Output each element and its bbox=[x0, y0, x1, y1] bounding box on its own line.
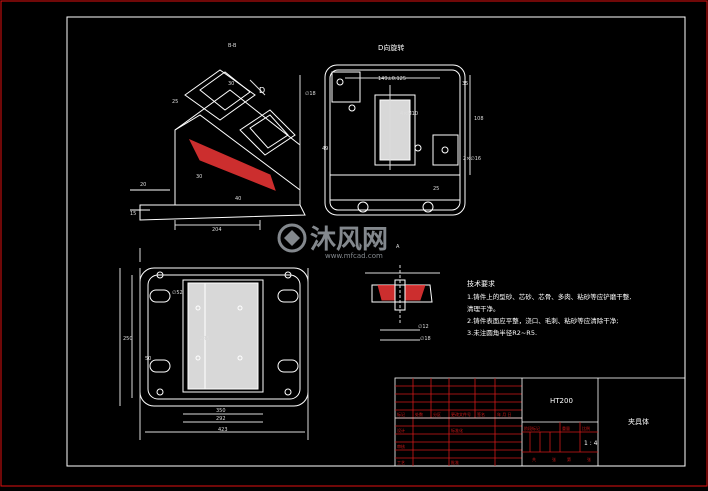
bottom-label-0: 共 bbox=[532, 456, 536, 462]
tech-line-1: 清理干净。 bbox=[467, 304, 500, 313]
row-label-0: 标记 bbox=[397, 411, 405, 417]
detail-dim-0: ∅12 bbox=[418, 324, 429, 330]
row-label-1: 处数 bbox=[415, 411, 423, 417]
bottom-label-1: 张 bbox=[552, 456, 556, 462]
iso-dim-4: 40 bbox=[235, 196, 241, 202]
material-label: HT200 bbox=[550, 397, 573, 405]
direction-label: D bbox=[259, 86, 265, 95]
tech-line-0: 1.铸件上的型砂、芯砂、芯骨、多肉、粘砂等应铲磨干整, bbox=[467, 292, 631, 301]
inner-frame bbox=[66, 16, 686, 467]
iso-dims: 30 25 20 30 40 204 15 bbox=[130, 81, 241, 233]
plan-dims: ∅52 50 250 245 350 292 423 bbox=[123, 290, 228, 433]
tech-line-3: 3.未注圆角半径R2~R5. bbox=[467, 328, 537, 337]
view-d-dim-6: 25 bbox=[433, 186, 439, 192]
watermark-text: 沐风网 bbox=[310, 225, 388, 255]
watermark-url: www.mfcad.com bbox=[325, 252, 383, 260]
tech-line-2: 2.铸件表面应平整，浇口、毛刺、粘砂等应清除干净; bbox=[467, 316, 618, 325]
right-label-0: 阶段标记 bbox=[524, 425, 540, 431]
right-label-2: 比例 bbox=[582, 425, 590, 431]
plan-dim-5: 292 bbox=[216, 416, 226, 422]
detail-dim-1: ∅18 bbox=[420, 336, 431, 342]
iso-dim-6: 15 bbox=[130, 211, 136, 217]
bottom-label-2: 第 bbox=[567, 456, 571, 462]
bottom-label-3: 张 bbox=[587, 456, 591, 462]
section-label: B-B bbox=[228, 43, 237, 49]
left-label-1: 审核 bbox=[397, 443, 405, 449]
plan-dim-2: 250 bbox=[123, 336, 133, 342]
view-d-title: D向旋转 bbox=[378, 43, 404, 52]
mid-label-1: 批准 bbox=[451, 459, 459, 465]
watermark-logo-mark bbox=[284, 230, 300, 246]
view-d-dim-2: 108 bbox=[474, 116, 484, 122]
plan-view bbox=[119, 248, 309, 440]
iso-dim-2: 20 bbox=[140, 182, 146, 188]
row-label-5: 年 月 日 bbox=[497, 411, 512, 417]
detail-label: A bbox=[396, 244, 400, 250]
mid-label-0: 标准化 bbox=[451, 427, 463, 433]
view-d bbox=[299, 64, 471, 216]
iso-dim-3: 30 bbox=[196, 174, 202, 180]
view-d-dim-1: 35 bbox=[462, 81, 468, 87]
iso-dim-5: 204 bbox=[212, 227, 222, 233]
view-d-dim-3: 4×M10 bbox=[400, 111, 418, 117]
isometric-section-view bbox=[130, 69, 306, 230]
row-label-3: 更改文件号 bbox=[451, 411, 471, 417]
watermark-logo-icon bbox=[277, 223, 307, 253]
row-label-2: 分区 bbox=[433, 411, 441, 417]
view-d-dim-0: 149±0.125 bbox=[378, 76, 406, 82]
left-label-2: 工艺 bbox=[397, 460, 405, 465]
title-block-labels: 标记 处数 分区 更改文件号 签名 年 月 日 设计 审核 工艺 标准化 批准 … bbox=[397, 411, 591, 465]
plan-dim-6: 423 bbox=[218, 427, 228, 433]
watermark: 沐风网 www.mfcad.com bbox=[277, 223, 388, 260]
tech-title: 技术要求 bbox=[467, 279, 495, 288]
part-name: 夹具体 bbox=[628, 417, 649, 426]
plan-dim-1: 50 bbox=[145, 356, 151, 362]
view-d-dim-4: ∅18 bbox=[305, 91, 316, 97]
row-label-4: 签名 bbox=[477, 411, 485, 417]
detail-view bbox=[365, 265, 440, 341]
plan-dim-4: 350 bbox=[216, 408, 226, 414]
scale-value: 1 : 4 bbox=[584, 440, 598, 447]
left-label-0: 设计 bbox=[397, 427, 405, 433]
view-d-dims: 149±0.125 35 108 4×M10 ∅18 2×∅16 25 49 bbox=[305, 76, 484, 192]
plan-dim-0: ∅52 bbox=[172, 290, 183, 296]
view-d-dim-5: 2×∅16 bbox=[463, 156, 481, 162]
view-d-dim-7: 49 bbox=[322, 146, 328, 152]
title-block bbox=[394, 377, 686, 467]
right-label-1: 重量 bbox=[562, 425, 570, 431]
iso-dim-1: 25 bbox=[172, 99, 178, 105]
iso-dim-0: 30 bbox=[228, 81, 234, 87]
plan-dim-3: 245 bbox=[200, 336, 210, 342]
